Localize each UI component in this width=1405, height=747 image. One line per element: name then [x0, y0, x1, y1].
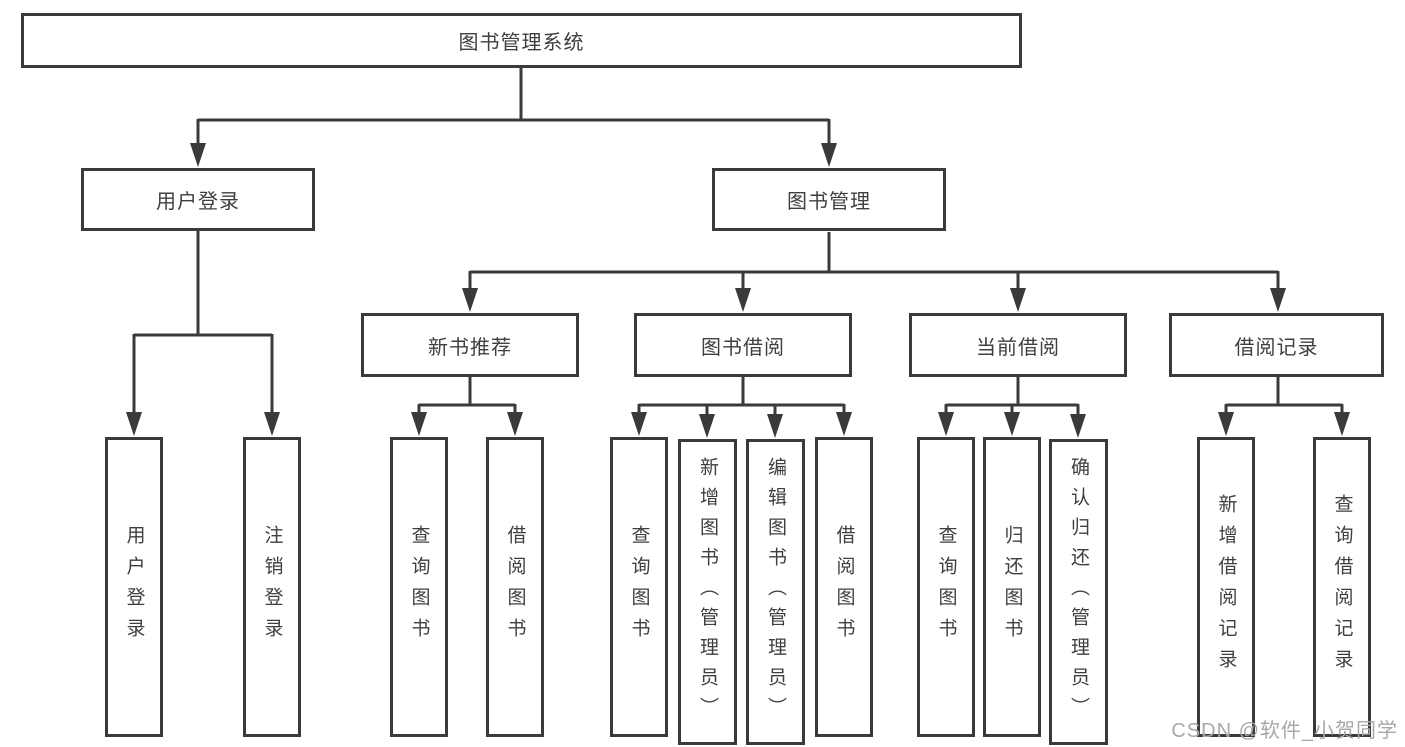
node-new-book-recommend: 新书推荐 [361, 313, 579, 377]
node-leaf-cb-return-book: 归还图书 [983, 437, 1041, 737]
leaf-label: 编辑图书（管理员） [765, 457, 786, 727]
node-leaf-bb-borrow-book: 借阅图书 [815, 437, 873, 737]
node-borrow-records: 借阅记录 [1169, 313, 1384, 377]
node-leaf-logout: 注销登录 [243, 437, 301, 737]
node-leaf-cb-confirm-return-admin: 确认归还（管理员） [1049, 439, 1108, 745]
leaf-label: 借阅图书 [504, 525, 526, 649]
node-leaf-bb-add-book-admin: 新增图书（管理员） [678, 439, 737, 745]
leaf-label: 查询借阅记录 [1331, 494, 1353, 680]
leaf-label: 借阅图书 [833, 525, 855, 649]
leaf-label: 新增借阅记录 [1215, 494, 1237, 680]
node-root: 图书管理系统 [21, 13, 1022, 68]
node-leaf-bb-edit-book-admin: 编辑图书（管理员） [746, 439, 805, 745]
leaf-label: 注销登录 [261, 525, 283, 649]
leaf-label: 新增图书（管理员） [697, 457, 718, 727]
node-leaf-br-add-record: 新增借阅记录 [1197, 437, 1255, 737]
node-user-login: 用户登录 [81, 168, 315, 231]
leaf-label: 查询图书 [628, 525, 650, 649]
node-leaf-rec-borrow-book: 借阅图书 [486, 437, 544, 737]
node-leaf-rec-query-book: 查询图书 [390, 437, 448, 737]
leaf-label: 查询图书 [408, 525, 430, 649]
leaf-label: 归还图书 [1001, 525, 1023, 649]
leaf-label: 查询图书 [935, 525, 957, 649]
node-current-borrow: 当前借阅 [909, 313, 1127, 377]
node-leaf-user-login: 用户登录 [105, 437, 163, 737]
node-leaf-cb-query-book: 查询图书 [917, 437, 975, 737]
node-leaf-br-query-record: 查询借阅记录 [1313, 437, 1371, 737]
node-book-management: 图书管理 [712, 168, 946, 231]
node-book-borrow: 图书借阅 [634, 313, 852, 377]
leaf-label: 用户登录 [123, 525, 145, 649]
node-leaf-bb-query-book: 查询图书 [610, 437, 668, 737]
leaf-label: 确认归还（管理员） [1068, 457, 1089, 727]
csdn-watermark: CSDN @软件_小贺同学 [1171, 720, 1398, 742]
